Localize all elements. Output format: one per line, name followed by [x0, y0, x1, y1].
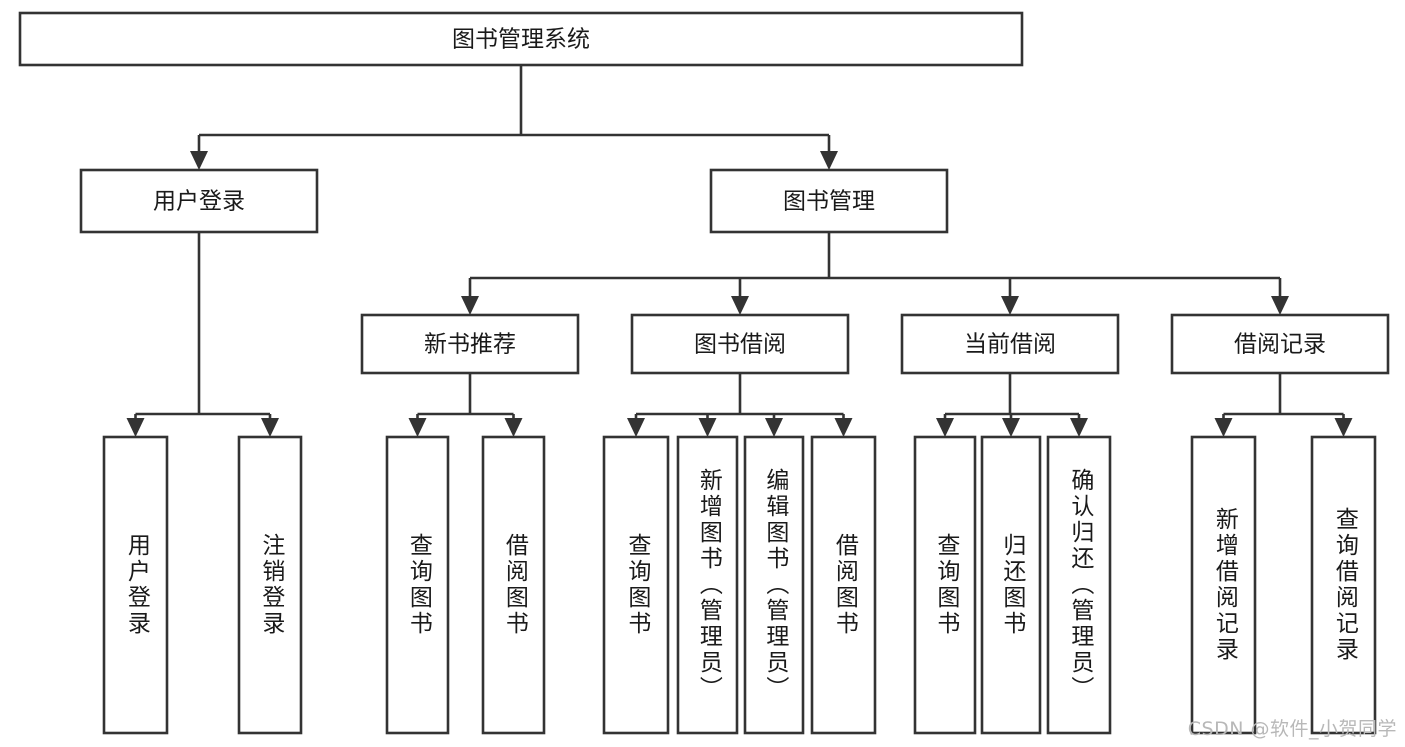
leaf-node-label: 查询图书 — [405, 533, 432, 637]
leaf-node[interactable]: 查询图书 — [915, 437, 975, 733]
leaf-node-label: 归还图书 — [998, 533, 1025, 637]
arrow-head-book-borrow-to-leaf-2 — [765, 418, 783, 437]
leaf-node-rect[interactable] — [676, 435, 739, 735]
leaf-node-rect[interactable] — [810, 435, 877, 735]
leaf-node[interactable]: 新增借阅记录 — [1192, 437, 1255, 733]
leaf-node-label: 查询借阅记录 — [1331, 507, 1358, 663]
leaf-node[interactable]: 归还图书 — [982, 437, 1040, 733]
level3-node-current-borrow-rect[interactable] — [900, 313, 1120, 375]
arrow-head-book-borrow-to-leaf-1 — [698, 418, 717, 437]
leaf-node-label: 新增图书（管理员） — [695, 468, 722, 702]
arrow-head-book-borrow-to-leaf-0 — [627, 418, 645, 437]
arrow-head-borrow-record-to-leaf-0 — [1214, 418, 1233, 437]
leaf-node[interactable]: 注销登录 — [239, 437, 301, 733]
leaf-node-rect[interactable] — [385, 435, 450, 735]
leaf-node-rect[interactable] — [602, 435, 670, 735]
level2-node-book-management[interactable]: 图书管理 — [709, 168, 949, 234]
leaf-node-rect[interactable] — [102, 435, 169, 735]
arrow-head-book-borrow-to-leaf-3 — [834, 418, 853, 437]
arrow-head-current-borrow-to-leaf-2 — [1070, 418, 1088, 437]
leaf-node-label: 查询图书 — [932, 533, 959, 637]
leaf-node[interactable]: 借阅图书 — [812, 437, 875, 733]
arrow-head-current-borrow-to-leaf-0 — [936, 418, 954, 437]
arrow-head-user-login-to-leaf-1 — [261, 418, 279, 437]
level3-node-borrow-record-rect[interactable] — [1170, 313, 1390, 375]
leaf-node-label: 借阅图书 — [501, 533, 528, 637]
arrow-head-current-borrow-to-leaf-1 — [1002, 418, 1020, 437]
arrow-head-user-login-to-leaf-0 — [126, 418, 145, 437]
level2-node-user-login-rect[interactable] — [79, 168, 319, 234]
leaf-node-label: 用户登录 — [123, 533, 150, 637]
level3-node-new-book-recommend[interactable]: 新书推荐 — [360, 313, 580, 375]
leaf-node-rect[interactable] — [913, 435, 977, 735]
root-node-book-management-system-rect[interactable] — [18, 11, 1024, 67]
leaf-node[interactable]: 确认归还（管理员） — [1048, 437, 1110, 733]
connector-lines — [126, 65, 1353, 437]
root-node-book-management-system[interactable]: 图书管理系统 — [18, 11, 1024, 67]
csdn-watermark: CSDN @软件_小贺同学 — [1187, 718, 1397, 740]
level2-node-book-management-label: 图书管理 — [783, 189, 875, 215]
level3-node-book-borrow-rect[interactable] — [630, 313, 850, 375]
arrow-head-bookmgmt-to-level3-2 — [1001, 296, 1019, 315]
leaf-node[interactable]: 新增图书（管理员） — [678, 437, 737, 733]
leaf-node-rect[interactable] — [980, 435, 1042, 735]
leaf-node-label: 确认归还（管理员） — [1066, 468, 1093, 702]
leaf-node[interactable]: 查询图书 — [604, 437, 668, 733]
level3-node-borrow-record[interactable]: 借阅记录 — [1170, 313, 1390, 375]
arrow-head-root-to-level2-1 — [820, 151, 838, 170]
leaf-node-rect[interactable] — [237, 435, 303, 735]
arrow-head-new-book-recommend-to-leaf-0 — [408, 418, 427, 437]
level3-node-borrow-record-label: 借阅记录 — [1234, 332, 1326, 358]
level3-node-new-book-recommend-label: 新书推荐 — [424, 332, 516, 358]
level3-node-current-borrow[interactable]: 当前借阅 — [900, 313, 1120, 375]
leaf-node[interactable]: 借阅图书 — [483, 437, 544, 733]
arrow-head-bookmgmt-to-level3-0 — [461, 296, 479, 315]
leaf-node-label: 借阅图书 — [831, 533, 858, 637]
leaf-node-rect[interactable] — [743, 435, 805, 735]
arrow-head-bookmgmt-to-level3-1 — [731, 296, 749, 315]
leaf-node-rect[interactable] — [1046, 435, 1112, 735]
level3-node-new-book-recommend-rect[interactable] — [360, 313, 580, 375]
leaf-node-label: 查询图书 — [623, 533, 650, 637]
leaf-node-label: 新增借阅记录 — [1211, 507, 1238, 663]
leaf-node-rect[interactable] — [1190, 435, 1257, 735]
leaf-node-rect[interactable] — [481, 435, 546, 735]
leaf-node[interactable]: 用户登录 — [104, 437, 167, 733]
level2-node-book-management-rect[interactable] — [709, 168, 949, 234]
level3-node-current-borrow-label: 当前借阅 — [964, 332, 1056, 358]
arrow-head-borrow-record-to-leaf-1 — [1334, 418, 1353, 437]
arrow-head-new-book-recommend-to-leaf-1 — [504, 418, 523, 437]
leaf-node[interactable]: 查询借阅记录 — [1312, 437, 1375, 733]
leaf-node-label: 注销登录 — [257, 533, 284, 637]
leaf-node[interactable]: 查询图书 — [387, 437, 448, 733]
leaf-node-label: 编辑图书（管理员） — [761, 468, 788, 702]
leaf-node-rect[interactable] — [1310, 435, 1377, 735]
arrow-head-bookmgmt-to-level3-3 — [1271, 296, 1289, 315]
level3-node-book-borrow-label: 图书借阅 — [694, 332, 786, 358]
level2-node-user-login-label: 用户登录 — [153, 189, 245, 215]
level3-node-book-borrow[interactable]: 图书借阅 — [630, 313, 850, 375]
level2-node-user-login[interactable]: 用户登录 — [79, 168, 319, 234]
leaf-node[interactable]: 编辑图书（管理员） — [745, 437, 803, 733]
arrow-head-root-to-level2-0 — [190, 151, 208, 170]
root-node-book-management-system-label: 图书管理系统 — [452, 27, 590, 53]
